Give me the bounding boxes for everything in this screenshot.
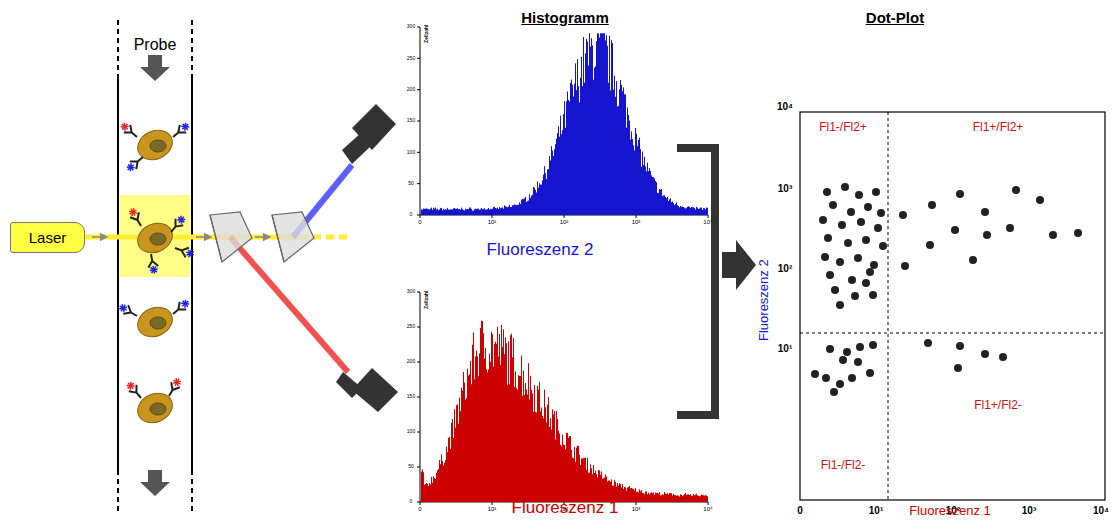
- label: 10³: [632, 219, 641, 226]
- label: 10¹: [869, 505, 883, 516]
- label: 0: [410, 499, 413, 505]
- label: 200: [407, 359, 415, 365]
- label: 150: [407, 394, 415, 400]
- cells: [117, 120, 195, 428]
- label: 300: [407, 24, 415, 30]
- label: 10¹: [488, 506, 497, 513]
- dot-plot-axes: [800, 112, 1105, 500]
- label: 250: [407, 324, 415, 330]
- detector: [336, 104, 398, 412]
- label: Dot-Plot: [866, 10, 924, 27]
- label: 10³: [632, 506, 641, 513]
- prism: [210, 212, 314, 262]
- label: 10⁴: [703, 506, 712, 513]
- label: 0: [410, 212, 413, 218]
- label: Zellzahl: [424, 25, 430, 43]
- label: Fl1+/Fl2-: [974, 399, 1022, 412]
- label: 0: [797, 505, 803, 516]
- label: 50: [408, 181, 414, 187]
- label: 10³: [1022, 505, 1036, 516]
- label: Fl1-/Fl2-: [821, 459, 866, 472]
- bracket: [677, 148, 715, 415]
- label: 50: [408, 464, 414, 470]
- label: 10⁴: [1093, 505, 1109, 516]
- label: 300: [407, 289, 415, 295]
- arrow: [722, 240, 756, 290]
- label: 10³: [778, 183, 792, 194]
- laser-beam: [85, 235, 300, 240]
- label: 150: [407, 118, 415, 124]
- flow-channel: [118, 20, 192, 515]
- label: Fluoreszenz 2: [757, 259, 771, 341]
- label: 10²: [560, 219, 569, 226]
- label: 200: [407, 87, 415, 93]
- label: 100: [407, 150, 415, 156]
- label: Fluoreszenz 1: [909, 504, 991, 518]
- label: 250: [407, 56, 415, 62]
- laser-box: Laser: [10, 222, 85, 253]
- label: Histogramm: [521, 10, 609, 27]
- histograms: [417, 27, 708, 505]
- label: Zellzahl: [424, 291, 430, 309]
- label: 10⁴: [777, 101, 793, 112]
- label: 0: [418, 219, 421, 226]
- label: 100: [407, 429, 415, 435]
- label: 10⁴: [703, 219, 712, 226]
- label: 0: [418, 506, 421, 513]
- label: 10²: [778, 263, 792, 274]
- node-text: Laser: [29, 229, 67, 246]
- label: Fluoreszenz 1: [512, 499, 619, 518]
- label: 10¹: [488, 219, 497, 226]
- label: Probe: [134, 36, 177, 54]
- label: 10¹: [778, 343, 792, 354]
- label: Fl1+/Fl2+: [973, 121, 1024, 134]
- label: Fluoreszenz 2: [487, 241, 594, 260]
- label: Fl1-/Fl2+: [819, 121, 867, 134]
- dots: [811, 183, 1082, 396]
